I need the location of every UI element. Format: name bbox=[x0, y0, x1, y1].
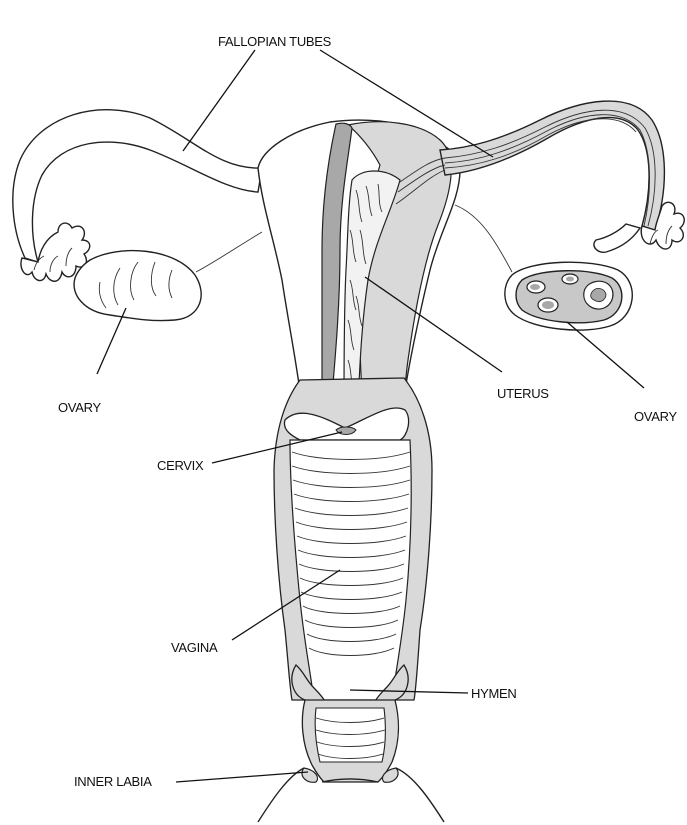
label-fallopian-tubes: FALLOPIAN TUBES bbox=[218, 34, 332, 49]
label-cervix: CERVIX bbox=[157, 458, 204, 473]
right-ovarian-ligament bbox=[455, 205, 512, 272]
vestibule bbox=[302, 700, 398, 782]
label-hymen: HYMEN bbox=[471, 686, 516, 701]
leader-fallopian-left bbox=[183, 50, 255, 151]
leader-ovary-right bbox=[567, 322, 644, 388]
label-inner-labia: INNER LABIA bbox=[74, 774, 152, 789]
left-ovarian-ligament bbox=[196, 232, 262, 272]
label-ovary-left: OVARY bbox=[58, 400, 101, 415]
label-vagina: VAGINA bbox=[171, 640, 218, 655]
leader-ovary-left bbox=[97, 308, 126, 374]
vagina bbox=[274, 378, 432, 700]
left-ovary bbox=[74, 251, 201, 321]
label-ovary-right: OVARY bbox=[634, 409, 677, 424]
label-uterus: UTERUS bbox=[497, 386, 549, 401]
right-ovary bbox=[505, 262, 632, 330]
